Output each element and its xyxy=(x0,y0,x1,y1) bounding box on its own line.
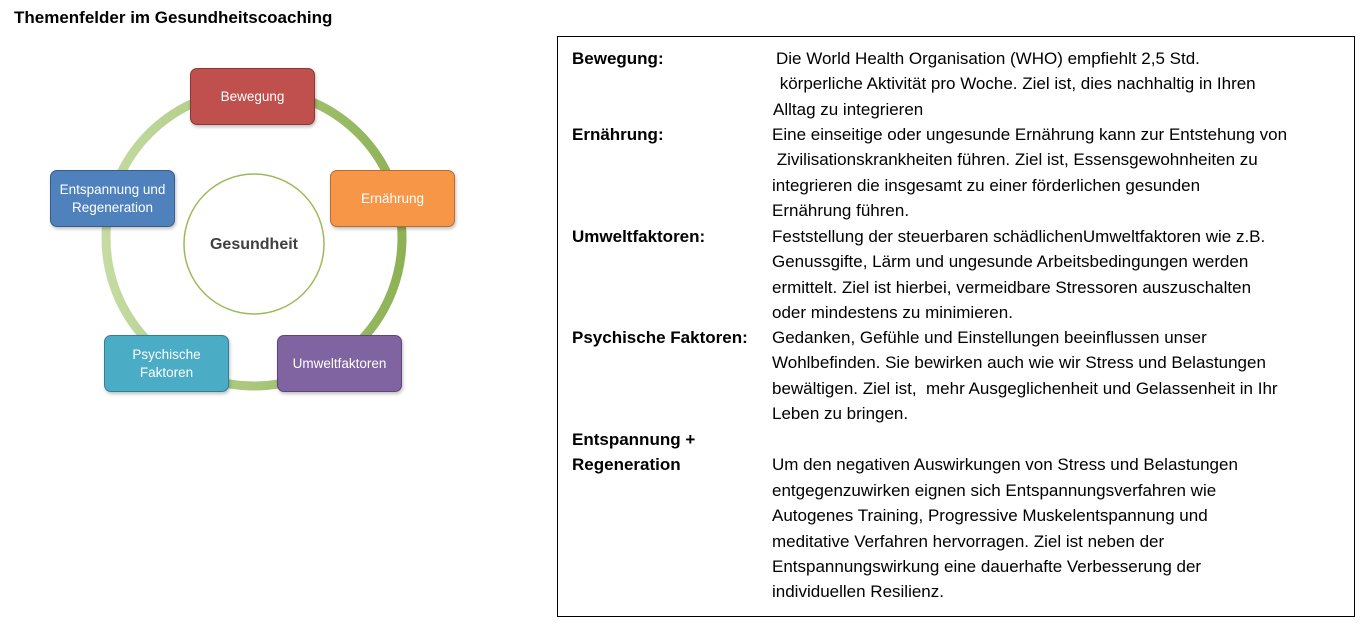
node-psychische-faktoren: Psychische Faktoren xyxy=(104,335,229,392)
desc-line: Leben zu bringen. xyxy=(772,404,909,423)
desc-line: Autogenes Training, Progressive Muskelen… xyxy=(772,506,1208,525)
desc-line: Entspannungswirkung eine dauerhafte Verb… xyxy=(772,557,1202,576)
node-ernaehrung-label: Ernährung xyxy=(360,190,425,206)
topic-label-umweltfaktoren: Umweltfaktoren: xyxy=(572,227,706,246)
desc-line: Um den negativen Auswirkungen von Stress… xyxy=(772,455,1238,474)
node-bewegung: Bewegung xyxy=(190,68,315,125)
desc-line: Feststellung der steuerbaren schädlichen… xyxy=(772,227,1266,246)
topic-label-bewegung: Bewegung: xyxy=(572,49,664,68)
cycle-diagram: Gesundheit Bewegung Ernährung Umweltfakt… xyxy=(0,0,540,628)
page-title: Themenfelder im Gesundheitscoaching xyxy=(14,8,333,27)
desc-line: oder mindestens zu minimieren. xyxy=(772,303,1013,322)
node-psychische-faktoren-label: Psychische Faktoren xyxy=(132,346,201,380)
topic-label-entspannung: Entspannung + xyxy=(572,430,696,449)
topic-info-box: Bewegung: Die World Health Organisation … xyxy=(557,36,1355,617)
desc-line: ermittelt. Ziel ist hierbei, vermeidbare… xyxy=(772,278,1252,297)
center-circle xyxy=(183,173,325,315)
topic-label-regeneration: Regeneration xyxy=(572,455,681,474)
desc-line: Eine einseitige oder ungesunde Ernährung… xyxy=(772,125,1288,144)
desc-line: Genussgifte, Lärm und ungesunde Arbeitsb… xyxy=(772,252,1249,271)
desc-line: Wohlbefinden. Sie bewirken auch wie wir … xyxy=(772,353,1266,372)
node-ernaehrung: Ernährung xyxy=(330,170,455,227)
desc-line: körperliche Aktivität pro Woche. Ziel is… xyxy=(775,74,1256,93)
topic-label-psychische-faktoren: Psychische Faktoren: xyxy=(572,328,748,347)
node-bewegung-label: Bewegung xyxy=(220,88,285,104)
center-label-gesundheit: Gesundheit xyxy=(209,236,298,253)
node-umweltfaktoren: Umweltfaktoren xyxy=(277,335,402,392)
node-entspannung-regeneration-label: Entspannung und Regeneration xyxy=(59,181,166,215)
desc-line: meditative Verfahren hervorragen. Ziel i… xyxy=(772,532,1165,551)
desc-line: bewältigen. Ziel ist, mehr Ausgeglichenh… xyxy=(772,379,1278,398)
desc-line: individuellen Resilienz. xyxy=(772,582,944,601)
desc-line: integrieren die insgesamt zu einer förde… xyxy=(772,176,1201,195)
desc-line: Zivilisationskrankheiten führen. Ziel is… xyxy=(772,150,1258,169)
topic-label-ernaehrung: Ernährung: xyxy=(572,125,664,144)
desc-line: Die World Health Organisation (WHO) empf… xyxy=(776,49,1200,68)
node-umweltfaktoren-label: Umweltfaktoren xyxy=(292,355,387,371)
node-entspannung-regeneration: Entspannung und Regeneration xyxy=(50,170,175,227)
desc-line: Ernährung führen. xyxy=(772,201,910,220)
desc-line: Alltag zu integrieren xyxy=(773,100,924,119)
desc-line: entgegenzuwirken eignen sich Entspannung… xyxy=(772,481,1217,500)
desc-line: Gedanken, Gefühle und Einstellungen beei… xyxy=(772,328,1207,347)
